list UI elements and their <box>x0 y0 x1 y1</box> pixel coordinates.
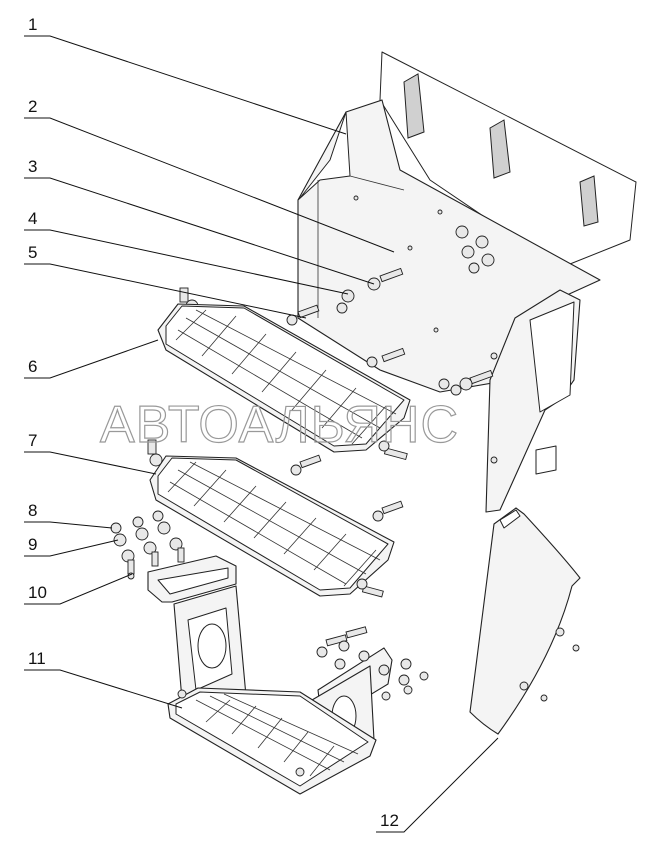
callout-12: 12 <box>380 811 399 830</box>
callout-labels: 1 2 3 4 5 6 7 8 9 10 11 12 <box>28 15 399 830</box>
part-6-upper-step <box>157 303 411 461</box>
callout-4: 4 <box>28 209 37 228</box>
part-11-lower-step-assembly <box>147 555 429 795</box>
part-7-middle-step <box>147 439 404 598</box>
watermark-text: АВТОАЛЬЯНС <box>100 396 459 454</box>
callout-3: 3 <box>28 157 37 176</box>
leader-lines <box>24 35 499 833</box>
callout-1: 1 <box>28 15 37 34</box>
part-12-mud-flap <box>469 507 581 735</box>
callout-8: 8 <box>28 501 37 520</box>
callout-2: 2 <box>28 97 37 116</box>
callout-9: 9 <box>28 535 37 554</box>
callout-7: 7 <box>28 431 37 450</box>
callout-5: 5 <box>28 243 37 262</box>
part-1-bracket-panel <box>297 51 637 513</box>
nuts-washers-bolts-group <box>110 510 185 580</box>
callout-6: 6 <box>28 357 37 376</box>
callout-10: 10 <box>28 583 47 602</box>
callout-11: 11 <box>28 649 46 668</box>
